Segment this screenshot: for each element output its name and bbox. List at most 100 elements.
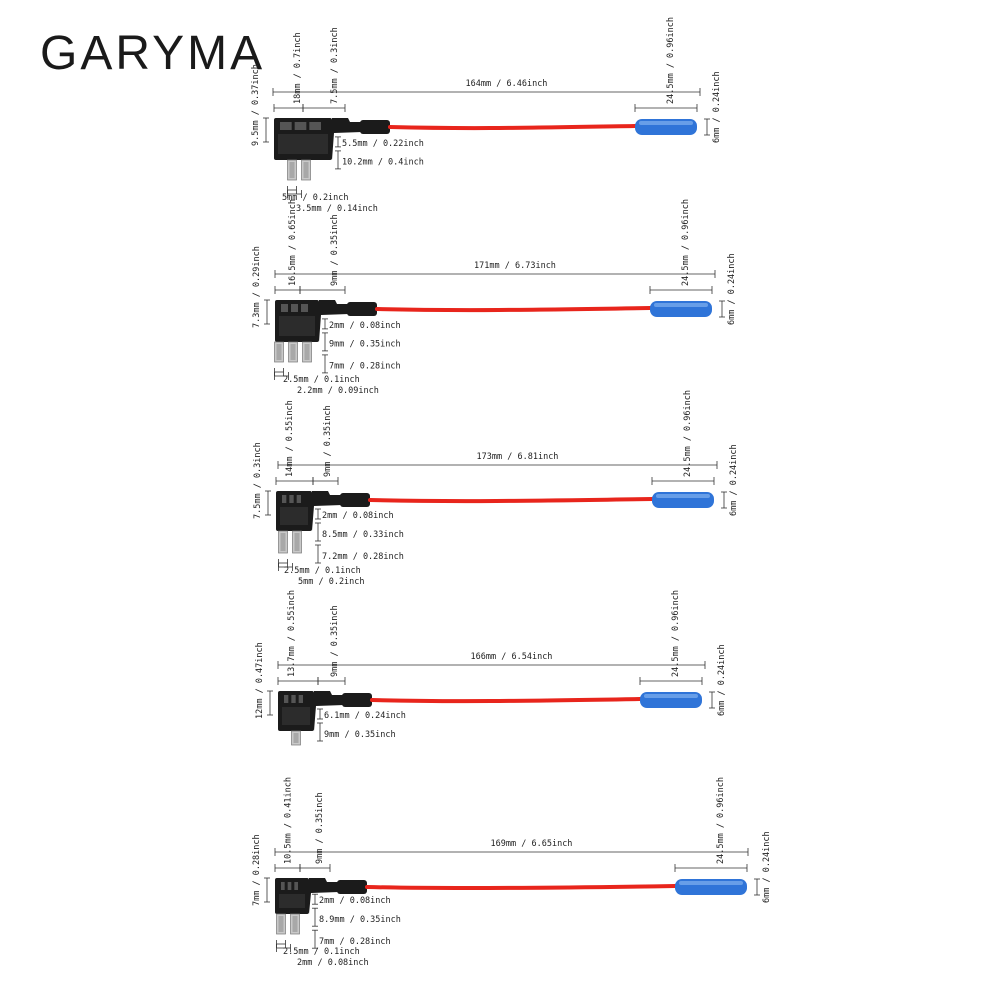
heat-shrink [340, 493, 370, 507]
dim-right-1-label: 5.5mm / 0.22inch [342, 139, 424, 149]
dim-total-length-label: 164mm / 6.46inch [466, 79, 548, 89]
blade-inner [292, 916, 298, 932]
fuse-tap-unit-4: 166mm / 6.54inch 13.7mm / 0.55inch 9mm / 0… [255, 590, 727, 746]
holder-cavity [278, 134, 328, 154]
terminal-highlight [679, 881, 743, 885]
dim-right-1-label: 2mm / 0.08inch [319, 896, 391, 906]
blade-inner [290, 344, 296, 360]
holder-neck [309, 878, 339, 914]
dim-tab-width-label: 9mm / 0.35inch [323, 405, 333, 477]
blade-inner [303, 162, 309, 178]
dim-right-2-label: 8.9mm / 0.35inch [319, 915, 401, 925]
dim-total-length-label: 169mm / 6.65inch [491, 839, 573, 849]
red-wire [368, 497, 654, 504]
holder-neck [314, 691, 344, 731]
dim-bottom-2-label: 2mm / 0.08inch [297, 958, 369, 968]
dim-bottom-1-label: 5mm / 0.2inch [282, 193, 349, 203]
blade-inner [280, 533, 286, 551]
holder-neck [312, 491, 342, 531]
holder-slot [294, 882, 298, 890]
holder-slot [287, 882, 292, 890]
red-wire [388, 124, 637, 131]
dim-tab-width-label: 9mm / 0.35inch [315, 792, 325, 864]
dim-holder-height-label: 7.3mm / 0.29inch [252, 246, 262, 328]
fuse-tap-unit-3: 173mm / 6.81inch 14mm / 0.55inch 9mm / 0.3… [253, 390, 739, 587]
dim-bottom-1-label: 2.5mm / 0.1inch [284, 566, 361, 576]
holder-neck [332, 118, 362, 160]
blade-inner [293, 733, 299, 743]
dim-right-2-label: 9mm / 0.35inch [329, 340, 401, 350]
dim-holder-width-label: 10.5mm / 0.41inch [283, 777, 293, 864]
dim-holder-height-label: 7mm / 0.28inch [252, 834, 262, 906]
dim-tab-width-label: 9mm / 0.35inch [330, 605, 340, 677]
dim-holder-width-label: 16.5mm / 0.65inch [288, 199, 298, 286]
dim-right-2-label: 8.5mm / 0.33inch [322, 530, 404, 540]
dim-bottom-1-label: 2.5mm / 0.1inch [283, 375, 360, 385]
heat-shrink [337, 880, 367, 894]
holder-slot [296, 495, 301, 503]
dim-total-length-label: 171mm / 6.73inch [474, 261, 556, 271]
dim-bottom-2-label: 3.5mm / 0.14inch [296, 204, 378, 214]
holder-cavity [279, 894, 305, 908]
blade-inner [294, 533, 300, 551]
dim-right-1-label: 6.1mm / 0.24inch [324, 711, 406, 721]
dim-total-length-label: 166mm / 6.54inch [471, 652, 553, 662]
dim-terminal-length-label: 24.5mm / 0.96inch [683, 390, 693, 477]
dim-terminal-dia-label: 6mm / 0.24inch [727, 253, 737, 325]
dim-right-3-label: 7mm / 0.28inch [329, 362, 401, 372]
dim-terminal-dia-label: 6mm / 0.24inch [717, 644, 727, 716]
dim-terminal-length-label: 24.5mm / 0.96inch [671, 590, 681, 677]
dim-bottom-1-label: 2.5mm / 0.1inch [283, 947, 360, 957]
dim-right-2-label: 9mm / 0.35inch [324, 730, 396, 740]
dim-tab-width-label: 7.5mm / 0.3inch [330, 27, 340, 104]
holder-neck [319, 300, 349, 342]
red-wire [375, 306, 652, 313]
dim-terminal-length-label: 24.5mm / 0.96inch [666, 17, 676, 104]
dim-terminal-dia-label: 6mm / 0.24inch [712, 71, 722, 143]
blade-inner [289, 162, 295, 178]
holder-cavity [280, 507, 308, 525]
dim-right-3-label: 7mm / 0.28inch [319, 937, 391, 947]
blade-inner [276, 344, 282, 360]
dim-right-2-label: 10.2mm / 0.4inch [342, 158, 424, 168]
red-wire [370, 697, 642, 704]
dim-right-3-label: 7.2mm / 0.28inch [322, 552, 404, 562]
dim-holder-height-label: 9.5mm / 0.37inch [251, 64, 261, 146]
dim-bottom-2-label: 2.2mm / 0.09inch [297, 386, 379, 396]
holder-slot [309, 122, 321, 130]
blade-inner [304, 344, 310, 360]
dim-holder-width-label: 14mm / 0.55inch [285, 400, 295, 477]
dim-bottom-2-label: 5mm / 0.2inch [298, 577, 365, 587]
dim-holder-width-label: 13.7mm / 0.55inch [287, 590, 297, 677]
terminal-highlight [639, 121, 693, 125]
dim-holder-height-label: 12mm / 0.47inch [255, 642, 265, 719]
dim-terminal-length-label: 24.5mm / 0.96inch [716, 777, 726, 864]
fuse-tap-unit-2: 171mm / 6.73inch 16.5mm / 0.65inch 9mm / 0… [252, 199, 737, 396]
terminal-highlight [656, 494, 710, 498]
heat-shrink [342, 693, 372, 707]
holder-slot [291, 304, 298, 312]
holder-slot [284, 695, 289, 703]
holder-slot [281, 882, 285, 890]
brand-logo: GARYMA [40, 27, 266, 80]
dim-terminal-dia-label: 6mm / 0.24inch [762, 831, 772, 903]
heat-shrink [347, 302, 377, 316]
terminal-highlight [654, 303, 708, 307]
holder-slot [280, 122, 292, 130]
dim-terminal-dia-label: 6mm / 0.24inch [729, 444, 739, 516]
holder-slot [282, 495, 287, 503]
red-wire [365, 884, 677, 891]
terminal-highlight [644, 694, 698, 698]
holder-slot [294, 122, 307, 130]
fuse-tap-unit-5: 169mm / 6.65inch 10.5mm / 0.41inch 9mm / 0… [252, 777, 772, 968]
holder-slot [298, 695, 303, 703]
dim-total-length-label: 173mm / 6.81inch [477, 452, 559, 462]
heat-shrink [360, 120, 390, 134]
fuse-tap-unit-1: 164mm / 6.46inch 18mm / 0.7inch 7.5mm / 0.… [251, 17, 722, 214]
holder-cavity [282, 707, 310, 725]
dim-holder-width-label: 18mm / 0.7inch [293, 32, 303, 104]
holder-cavity [279, 316, 315, 336]
holder-slot [291, 695, 296, 703]
holder-slot [301, 304, 308, 312]
